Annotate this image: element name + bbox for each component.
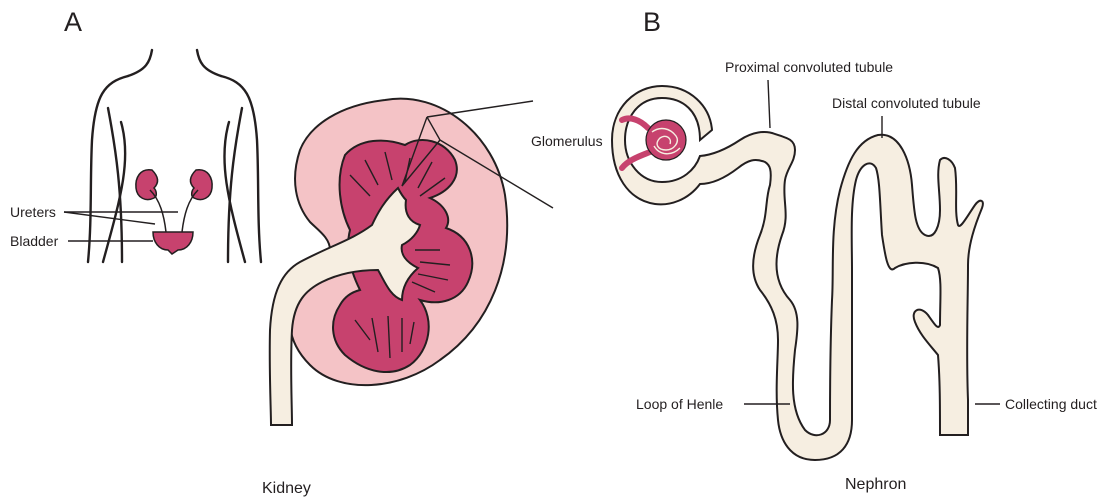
body-torso <box>88 50 261 262</box>
label-loop-of-henle: Loop of Henle <box>636 396 723 412</box>
panel-b-letter: B <box>643 8 661 36</box>
caption-kidney: Kidney <box>262 480 311 498</box>
label-proximal-convoluted-tubule: Proximal convoluted tubule <box>725 59 893 75</box>
big-kidney <box>270 99 553 425</box>
label-ureters: Ureters <box>10 204 56 220</box>
label-distal-convoluted-tubule: Distal convoluted tubule <box>832 95 981 111</box>
caption-nephron: Nephron <box>845 476 906 494</box>
label-glomerulus: Glomerulus <box>531 133 603 149</box>
label-collecting-duct: Collecting duct <box>1005 396 1097 412</box>
panel-a-letter: A <box>64 8 82 36</box>
small-ureters <box>150 190 198 232</box>
glomerulus-vessels <box>622 118 686 168</box>
small-bladder <box>153 232 193 254</box>
small-kidneys <box>136 170 212 200</box>
label-bladder: Bladder <box>10 233 58 249</box>
